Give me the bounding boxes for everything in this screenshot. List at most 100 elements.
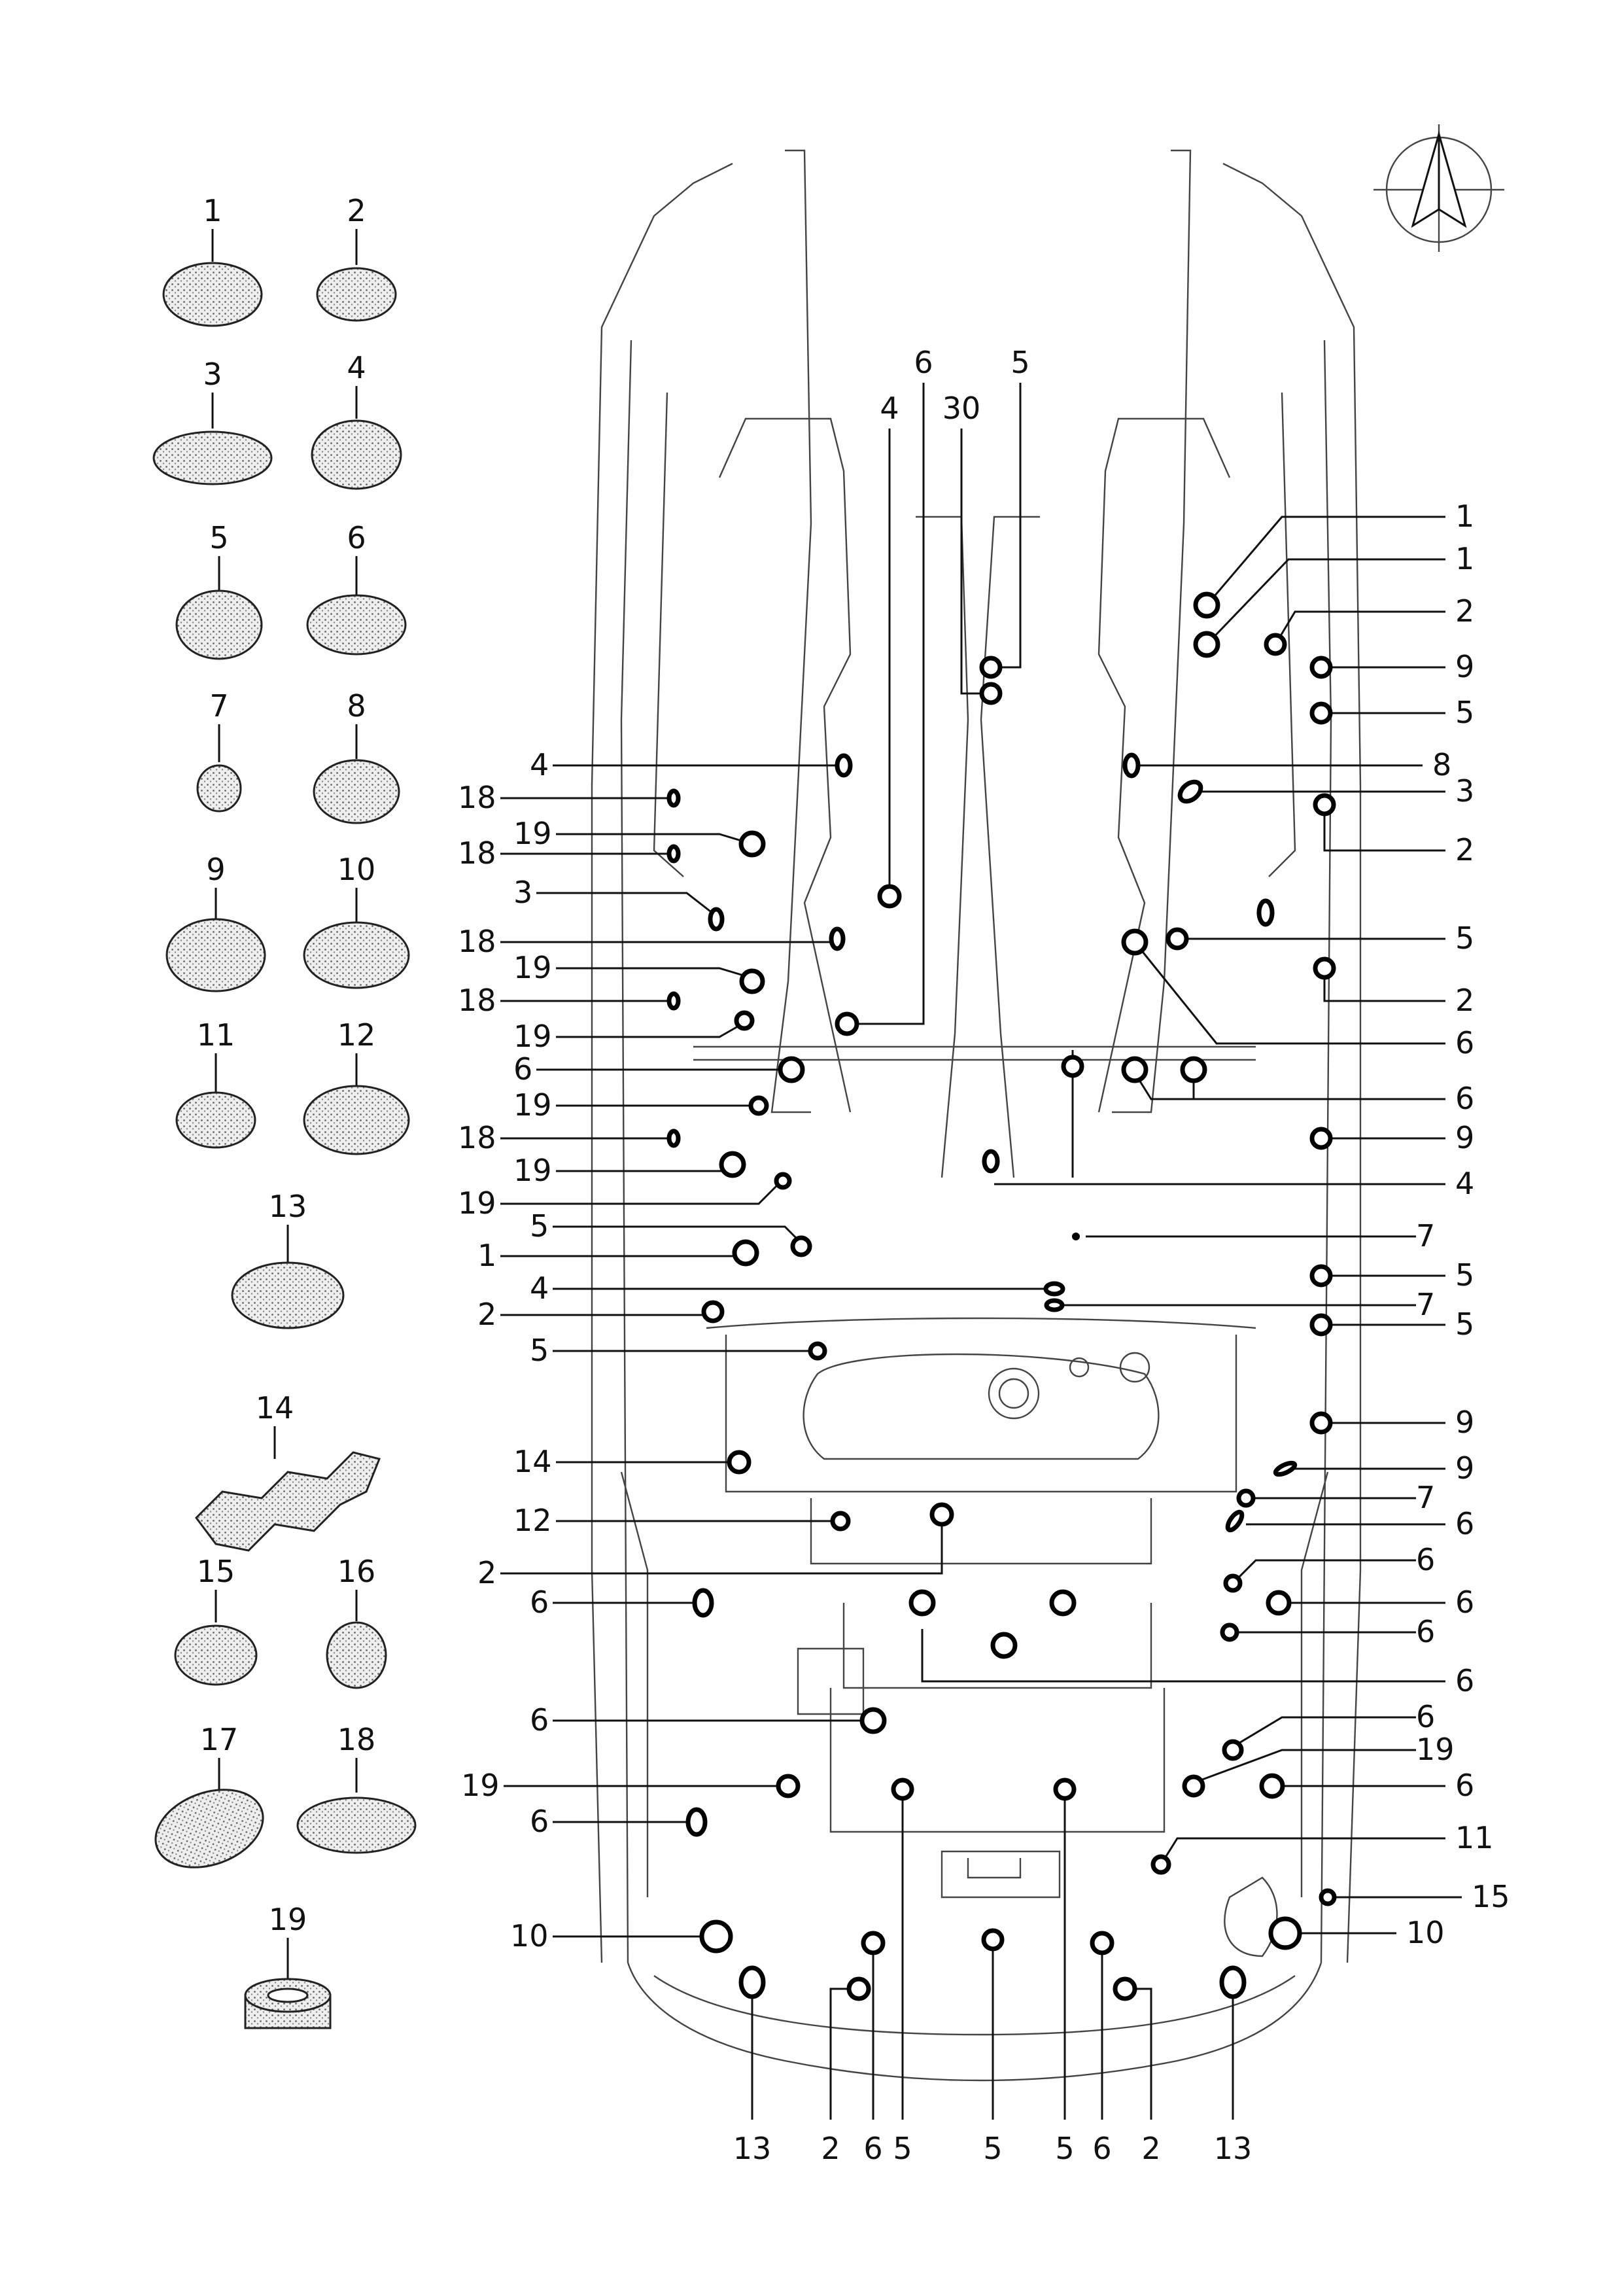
hole-4a: [982, 1149, 1000, 1174]
callout-right-6g: 6: [1455, 1663, 1474, 1698]
hole-5f: [808, 1341, 827, 1361]
callout-right-6c: 6: [1455, 1506, 1474, 1541]
callout-left-3: 3: [513, 875, 532, 910]
callout-left-19b: 19: [513, 950, 552, 985]
hole-9c: [1309, 1411, 1333, 1435]
hole-2a: [1264, 633, 1287, 656]
callout-right-11: 11: [1455, 1820, 1494, 1855]
callout-left-19d: 19: [513, 1087, 552, 1123]
hole-6h: [1220, 1622, 1239, 1642]
part-label-6: 6: [347, 520, 366, 555]
part-label-5: 5: [209, 520, 228, 555]
left-callouts: 4 18 19 18 3 18 19 18 19 6 19 18 19 19 5…: [458, 747, 1046, 1953]
hole-11: [1150, 1854, 1171, 1875]
callout-left-19e: 19: [513, 1153, 552, 1188]
callout-top-6: 6: [914, 345, 933, 380]
callout-bottom-5c: 5: [1055, 2131, 1074, 2166]
hole-10l: [699, 1919, 733, 1953]
hole-18c: [829, 926, 846, 951]
grommet-3-icon: [152, 430, 273, 485]
callout-right-7a: 7: [1416, 1218, 1435, 1253]
callout-right-2b: 2: [1455, 832, 1474, 867]
part-label-12: 12: [337, 1017, 376, 1053]
callout-left-5a: 5: [530, 1208, 549, 1244]
hole-5g: [979, 656, 1003, 679]
callout-left-19a: 19: [513, 816, 552, 851]
bottom-callouts: 13 2 6 5 5 5 6 2 13: [733, 1786, 1253, 2166]
hole-19e: [719, 1151, 746, 1178]
hole-19b: [739, 968, 765, 994]
grommet-18-icon: [296, 1796, 417, 1854]
hole-6n: [908, 1589, 936, 1617]
hole-4c: [835, 753, 853, 778]
callout-bottom-5b: 5: [983, 2131, 1002, 2166]
hole-4b: [1043, 1281, 1065, 1297]
callout-right-9d: 9: [1455, 1450, 1474, 1486]
callout-left-6c: 6: [530, 1702, 549, 1738]
part-label-4: 4: [347, 350, 366, 385]
callout-left-2b: 2: [477, 1555, 496, 1590]
grommet-7-icon: [196, 764, 242, 813]
hole-7b: [1044, 1298, 1065, 1312]
hole-12: [830, 1511, 851, 1532]
callout-left-19f: 19: [458, 1185, 496, 1221]
callout-right-6i: 6: [1455, 1768, 1474, 1803]
part-label-7: 7: [209, 688, 228, 724]
callout-left-4a: 4: [530, 747, 549, 782]
grommet-10-icon: [303, 921, 410, 989]
callout-left-19g: 19: [461, 1768, 500, 1803]
hole-6j: [1259, 1773, 1285, 1799]
tape-roll-19-icon: [244, 1978, 332, 2029]
callout-right-6d: 6: [1416, 1542, 1435, 1577]
grommet-5-icon: [175, 589, 263, 660]
part-label-1: 1: [203, 193, 222, 228]
callout-right-19: 19: [1416, 1732, 1455, 1767]
callout-right-9b: 9: [1455, 1120, 1474, 1155]
hole-8: [1122, 752, 1141, 779]
callout-left-6b: 6: [530, 1585, 549, 1620]
callout-left-19c: 19: [513, 1019, 552, 1054]
hole-6p: [990, 1632, 1018, 1659]
callout-left-18e: 18: [458, 1120, 496, 1155]
callout-right-10: 10: [1406, 1915, 1445, 1950]
hole-6k: [835, 1011, 859, 1036]
callout-right-1b: 1: [1455, 541, 1474, 576]
callout-left-18b: 18: [458, 835, 496, 871]
callout-right-7b: 7: [1416, 1287, 1435, 1322]
grommet-17-icon: [154, 1789, 264, 1868]
hole-7a: [1072, 1233, 1080, 1240]
callout-bottom-5a: 5: [893, 2131, 912, 2166]
hole-18b: [666, 844, 681, 864]
grommet-13-icon: [231, 1261, 345, 1329]
part-label-3: 3: [203, 357, 222, 392]
hole-6b: [1121, 1056, 1149, 1083]
callout-left-4b: 4: [530, 1270, 549, 1306]
grommet-2-icon: [316, 267, 397, 322]
grommet-12-icon: [303, 1085, 410, 1155]
callout-left-14: 14: [513, 1444, 552, 1479]
callout-right-5d: 5: [1455, 1306, 1474, 1342]
parts-legend: 1 2 3 4 5 6 7 8 9 10 11 12: [152, 193, 417, 2029]
part-label-13: 13: [269, 1189, 307, 1224]
hole-6g: [1266, 1590, 1292, 1616]
callout-bottom-6a: 6: [863, 2131, 882, 2166]
hole-18e: [666, 1129, 681, 1148]
hole-6m: [692, 1588, 714, 1618]
hole-18a: [666, 788, 681, 808]
hole-1b: [1193, 631, 1220, 658]
hole-2e: [929, 1502, 954, 1527]
callout-bottom-13b: 13: [1214, 2131, 1253, 2166]
part-label-19: 19: [269, 1902, 307, 1937]
callout-right-2c: 2: [1455, 983, 1474, 1018]
hole-7c: [1236, 1488, 1256, 1508]
grommet-1-icon: [162, 262, 263, 327]
callout-top-4: 4: [880, 391, 899, 426]
hole-2d: [701, 1300, 725, 1323]
hole-5e: [790, 1235, 812, 1257]
hole-19a: [738, 830, 766, 858]
hole-6s: [861, 1931, 886, 1955]
part-label-2: 2: [347, 193, 366, 228]
part-label-16: 16: [337, 1554, 376, 1589]
hole-9d: [1273, 1460, 1298, 1477]
